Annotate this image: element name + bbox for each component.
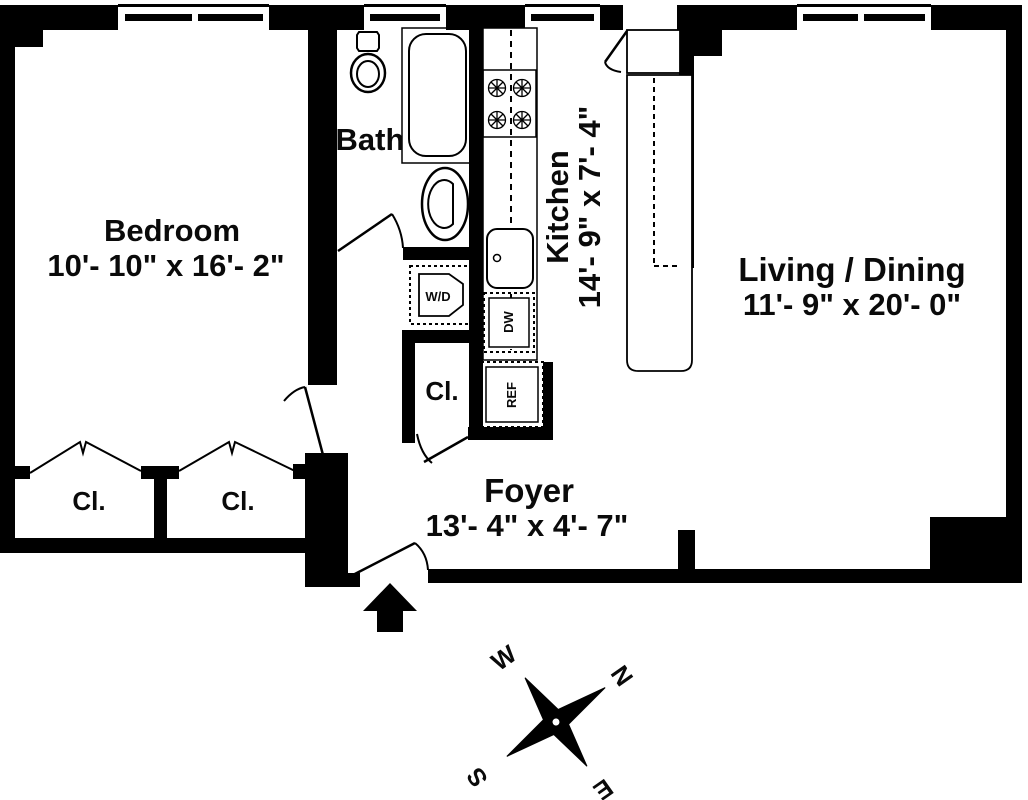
bifold-closet-door-right — [178, 440, 296, 472]
burner — [487, 78, 507, 98]
dishwasher-label: DW — [501, 310, 516, 332]
compass-south-label: S — [461, 762, 494, 792]
living-dining-label: Living / Dining — [738, 251, 965, 288]
burner — [512, 110, 532, 130]
bath-sink — [420, 166, 470, 242]
wall-bath-kitchen — [469, 28, 483, 440]
bedroom-label: Bedroom — [104, 213, 240, 248]
bath-label: Bath — [336, 122, 405, 157]
kitchen-label: Kitchen — [540, 150, 575, 264]
peninsula-counter — [626, 74, 693, 372]
dishwasher — [483, 292, 535, 353]
refrigerator — [480, 361, 544, 428]
burner — [512, 78, 532, 98]
bathtub — [401, 27, 474, 164]
kitchen-top-cabinet — [626, 29, 681, 74]
foyer-closet-door — [416, 433, 469, 464]
wall-closets-south — [0, 538, 331, 553]
wall-closet-divider — [154, 479, 167, 539]
bedroom-door — [283, 386, 325, 456]
bedroom-dimensions: 10'- 10" x 16'- 2" — [47, 248, 284, 283]
doors — [29, 30, 629, 579]
living-dining-dimensions: 11'- 9" x 20'- 0" — [743, 287, 961, 322]
entry-door — [348, 541, 429, 579]
wall-closet-jamb-right — [293, 464, 308, 479]
compass-west-label: W — [486, 640, 522, 677]
kitchen-service-door — [603, 30, 629, 73]
closet-left-label: Cl. — [72, 486, 105, 516]
bath-door — [337, 212, 404, 253]
entry-arrow-icon — [363, 583, 417, 632]
foyer-label: Foyer — [484, 472, 574, 509]
kitchen-sink — [486, 228, 534, 289]
washer-dryer — [409, 265, 471, 325]
toilet — [349, 31, 387, 94]
fixtures — [349, 27, 693, 428]
wall-kitchen-south — [468, 427, 553, 440]
wall-ref-east — [543, 362, 553, 440]
wall-entry-column-foot — [305, 573, 360, 587]
foyer-dimensions: 13'- 4" x 4'- 7" — [426, 508, 629, 543]
refrigerator-label: REF — [504, 382, 519, 408]
bedroom-window — [118, 4, 269, 21]
wall-living-foyer-stub — [678, 530, 695, 570]
closet-right-label: Cl. — [221, 486, 254, 516]
wall-kitchen-top-chunk — [677, 5, 722, 56]
kitchen-label-group: Kitchen 14'- 9" x 7'- 4" — [540, 106, 607, 309]
stove — [482, 69, 537, 138]
living-window — [797, 4, 931, 21]
compass-rose: N E S W — [461, 640, 638, 800]
wall-closet-jamb-middle — [141, 466, 179, 479]
windows — [118, 4, 931, 21]
washer-dryer-label: W/D — [425, 289, 450, 304]
wall-left — [0, 5, 15, 553]
bath-window — [364, 4, 446, 21]
wall-right — [1006, 5, 1022, 517]
wall-foyer-south — [428, 569, 930, 583]
wall-entry-column — [305, 453, 348, 585]
wall-bath-south — [403, 247, 483, 260]
wall-foyer-closet-top — [402, 330, 483, 343]
kitchen-dimensions: 14'- 9" x 7'- 4" — [572, 106, 607, 309]
wall-corner-block-southeast — [930, 517, 1022, 583]
wall-bedroom-east — [308, 28, 337, 385]
burner — [487, 110, 507, 130]
compass-north-label: N — [605, 661, 638, 692]
wall-closet-jamb-left — [13, 466, 30, 479]
closet-foyer-label: Cl. — [425, 376, 458, 406]
wall-foyer-closet-west — [402, 330, 415, 443]
bifold-closet-door-left — [29, 440, 142, 474]
room-labels: Bedroom 10'- 10" x 16'- 2" Bath Kitchen … — [47, 106, 965, 543]
appliance-labels: W/D DW REF — [425, 289, 519, 408]
kitchen-window — [525, 4, 600, 21]
compass-center-dot — [552, 718, 560, 726]
compass-east-label: E — [588, 773, 618, 800]
kitchen-service-opening — [623, 0, 677, 30]
